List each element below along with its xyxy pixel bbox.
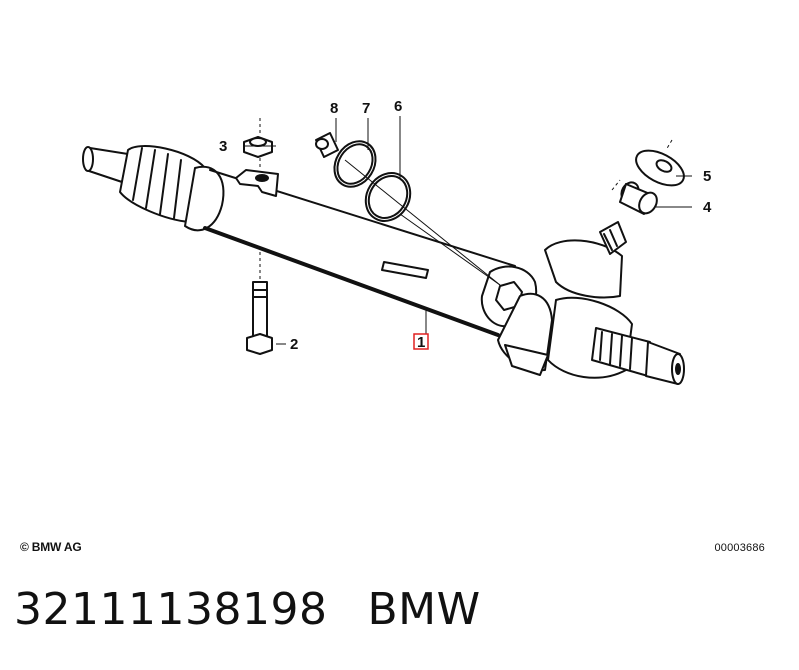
callout-5[interactable]: 5 (703, 168, 711, 185)
steering-rack-housing (82, 145, 685, 385)
nut-part-3 (243, 136, 273, 158)
part-number: 32111138198 (14, 584, 328, 635)
o-ring-part-7-inner (336, 143, 374, 185)
part-caption: 32111138198 BMW (14, 584, 481, 635)
bushing-part-4 (619, 181, 658, 215)
diagram-id: 00003686 (714, 542, 765, 554)
callout-1-highlight (413, 333, 429, 350)
o-ring-part-6 (364, 172, 412, 222)
bolt-part-2 (246, 281, 273, 355)
callout-8[interactable]: 8 (330, 100, 338, 117)
callout-4[interactable]: 4 (703, 199, 712, 216)
callout-1[interactable]: 1 (417, 334, 425, 351)
washer-part-5 (635, 149, 685, 187)
callout-7[interactable]: 7 (362, 100, 370, 117)
callout-2[interactable]: 2 (290, 336, 298, 353)
callout-labels: 1 2 3 4 5 6 7 8 (219, 98, 712, 353)
copyright-notice: © BMW AG (20, 540, 82, 554)
plug-part-8 (315, 132, 339, 158)
brand-name: BMW (367, 584, 481, 635)
callout-6[interactable]: 6 (394, 98, 402, 115)
leader-lines (244, 116, 692, 345)
steering-rack-diagram: 1 2 3 4 5 6 7 8 (82, 98, 712, 385)
callout-3[interactable]: 3 (219, 138, 227, 155)
